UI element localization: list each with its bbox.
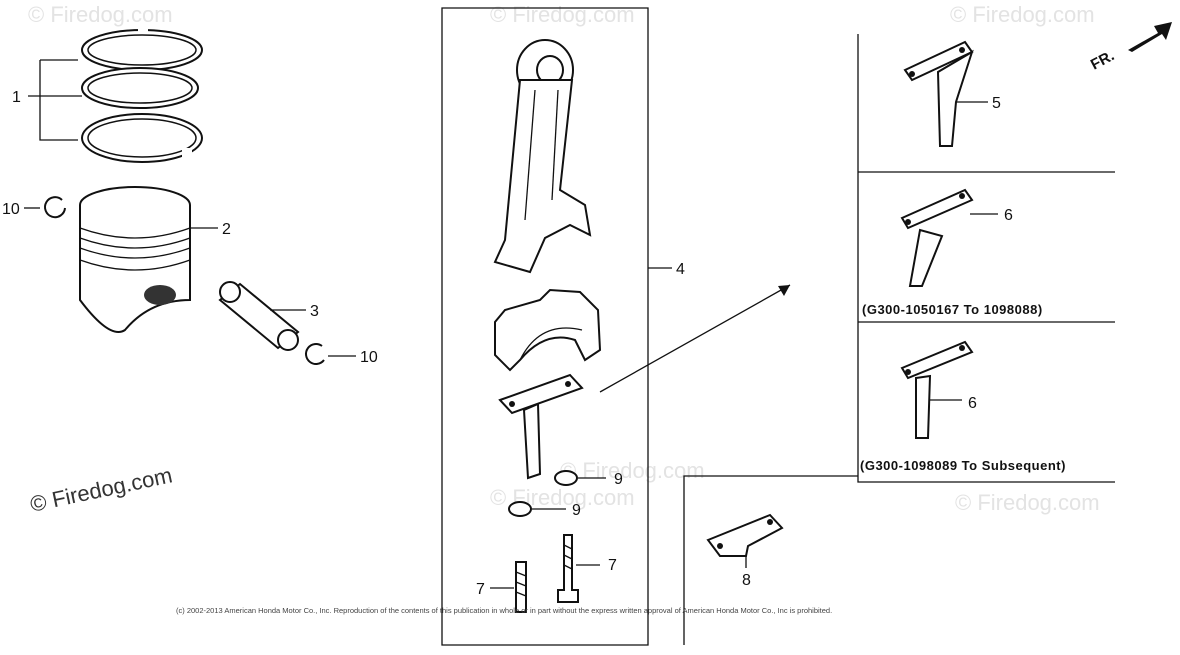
callout-10: 10 (2, 201, 20, 218)
front-label: FR. (1088, 47, 1117, 73)
serial-range-note: (G300-1050167 To 1098088) (862, 302, 1043, 317)
piston (79, 186, 191, 333)
circlip (305, 343, 325, 365)
part-8-frame (683, 475, 858, 645)
oil-dipper (903, 40, 974, 147)
arrow-icon (1128, 22, 1172, 52)
callout-8: 8 (742, 572, 751, 589)
assembly-frame (441, 7, 649, 646)
rod-bolt (515, 534, 579, 613)
oil-dipper-plate (706, 513, 784, 557)
callout-10: 10 (360, 349, 378, 366)
watermark-text: © Firedog.com (560, 458, 705, 483)
main-watermark: © Firedog.com (28, 462, 175, 517)
callout-1: 1 (12, 89, 21, 106)
callout-7: 7 (608, 557, 617, 574)
front-indicator: FR. (1088, 22, 1172, 74)
copyright-notice: (c) 2002-2013 American Honda Motor Co., … (176, 606, 832, 615)
connecting-rod (493, 39, 592, 274)
piston-rings (81, 28, 203, 163)
callout-6: 6 (1004, 207, 1013, 224)
callout-4: 4 (676, 261, 685, 278)
circlip (44, 196, 66, 219)
callout-9: 9 (572, 502, 581, 519)
rod-cap (494, 288, 602, 372)
oil-dipper (900, 340, 974, 439)
watermark-text: © Firedog.com (28, 2, 173, 27)
leader-line (39, 60, 78, 141)
oil-dipper (498, 373, 584, 480)
variants-frame (857, 34, 1115, 483)
callout-9: 9 (614, 471, 623, 488)
callout-5: 5 (992, 95, 1001, 112)
callout-7: 7 (476, 581, 485, 598)
oil-dipper (900, 188, 974, 287)
callout-3: 3 (310, 303, 319, 320)
watermark-text: © Firedog.com (955, 490, 1100, 515)
lock-washer (508, 470, 578, 517)
watermark-text: © Firedog.com (490, 2, 635, 27)
piston-pin (218, 281, 300, 351)
serial-range-note: (G300-1098089 To Subsequent) (860, 458, 1066, 473)
callout-6: 6 (968, 395, 977, 412)
watermark-layer: © Firedog.com © Firedog.com © Firedog.co… (28, 2, 1100, 515)
arrow-icon (778, 285, 790, 296)
leader-line (599, 284, 791, 393)
callout-2: 2 (222, 221, 231, 238)
watermark-text: © Firedog.com (950, 2, 1095, 27)
